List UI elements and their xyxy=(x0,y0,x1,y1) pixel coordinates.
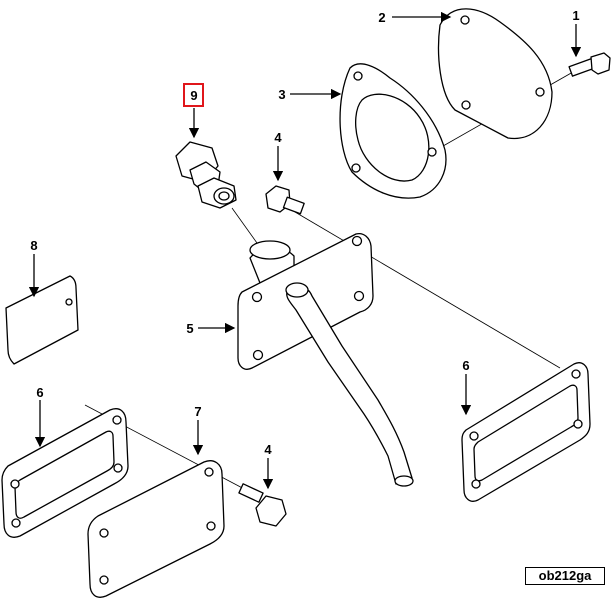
bolt-part-4-upper xyxy=(265,185,305,215)
bolt-part-4-lower xyxy=(238,483,287,527)
callout-2: 2 xyxy=(378,10,385,25)
callout-4-upper: 4 xyxy=(274,130,282,145)
drawing-code-label: ob212ga xyxy=(525,567,605,585)
rectangular-gasket-left xyxy=(1,408,129,538)
label-plate xyxy=(5,275,79,365)
rectangular-gasket-right xyxy=(461,362,591,502)
callout-5: 5 xyxy=(186,321,193,336)
callout-9-highlight-box xyxy=(183,83,204,107)
callout-leaders xyxy=(28,11,582,490)
callout-7: 7 xyxy=(194,404,201,419)
rectangular-cover-plate xyxy=(87,460,225,598)
cover-plate xyxy=(437,8,553,140)
callout-6-right: 6 xyxy=(462,358,469,373)
callout-3: 3 xyxy=(278,87,285,102)
callout-6-left: 6 xyxy=(36,385,43,400)
callout-4-lower: 4 xyxy=(264,442,272,457)
callout-1: 1 xyxy=(572,8,579,23)
callout-9: 9 xyxy=(190,88,197,103)
flange-plate-with-tube xyxy=(237,232,414,487)
bolt-part-1 xyxy=(568,52,611,77)
three-bolt-gasket xyxy=(339,63,447,199)
callout-labels: 2 1 3 4 8 5 6 6 7 4 xyxy=(30,8,579,457)
callout-8: 8 xyxy=(30,238,37,253)
callout-9-highlighted[interactable]: 9 xyxy=(183,83,204,107)
sensor-fitting xyxy=(175,141,237,209)
